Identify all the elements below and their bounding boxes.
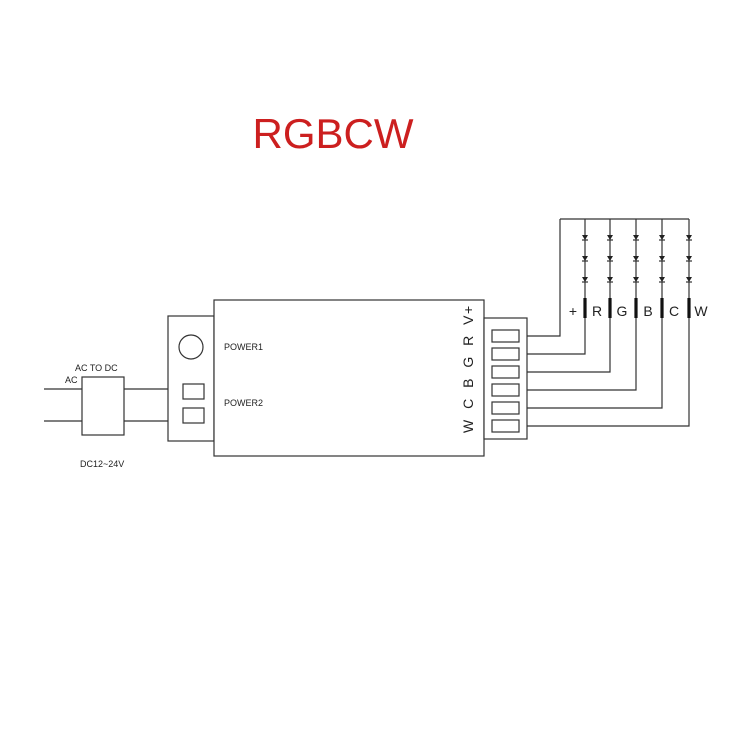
controller-body (213, 299, 485, 457)
led-diode (607, 277, 613, 282)
power2-label: POWER2 (224, 398, 263, 408)
adapter-label: AC TO DC (75, 363, 118, 373)
wire-w (527, 219, 690, 427)
wire-g (527, 219, 611, 373)
terminal-v-plus (491, 329, 520, 343)
led-diode (633, 277, 639, 282)
led-diode (582, 256, 588, 261)
led-diode (686, 256, 692, 261)
power2-terminal-top (182, 383, 205, 400)
ac-dc-adapter (81, 376, 125, 436)
led-strip (560, 218, 692, 318)
strip-channel-c (659, 235, 665, 318)
led-diode (659, 256, 665, 261)
terminal-g (491, 365, 520, 379)
power2-terminal-bottom (182, 407, 205, 424)
led-diode (607, 235, 613, 240)
terminal-b (491, 383, 520, 397)
dc-output-label: DC12~24V (80, 459, 124, 469)
channel-label-c: C (669, 303, 679, 319)
strip-channel-b (633, 235, 639, 318)
channel-label-b: B (643, 303, 652, 319)
terminal-w (491, 419, 520, 433)
wire-b (527, 219, 637, 391)
channel-label-g: G (617, 303, 628, 319)
led-diode (582, 235, 588, 240)
led-diode (607, 256, 613, 261)
led-diode (686, 235, 692, 240)
led-diode (633, 235, 639, 240)
channel-label-plus: + (569, 303, 577, 319)
strip-channel-r (582, 235, 588, 318)
dc-wires (124, 388, 168, 422)
power1-label: POWER1 (224, 342, 263, 352)
channel-label-w: W (694, 303, 708, 319)
diagram-title: RGBCW (253, 110, 414, 157)
terminal-r (491, 347, 520, 361)
terminal-c (491, 401, 520, 415)
strip-channel-w (686, 235, 692, 318)
output-wires (527, 219, 690, 427)
led-diode (659, 235, 665, 240)
led-diode (659, 277, 665, 282)
wire-r (527, 219, 586, 355)
ac-input-wires (44, 388, 82, 422)
led-diode (633, 256, 639, 261)
led-diode (582, 277, 588, 282)
channel-label-r: R (592, 303, 602, 319)
wire-v-plus (527, 219, 561, 337)
ac-input-label: AC (65, 375, 78, 385)
led-diode (686, 277, 692, 282)
terminal-labels: W C B G R V+ (460, 304, 476, 433)
output-terminals (491, 329, 520, 433)
strip-channel-g (607, 235, 613, 318)
power1-round-socket (178, 334, 204, 360)
